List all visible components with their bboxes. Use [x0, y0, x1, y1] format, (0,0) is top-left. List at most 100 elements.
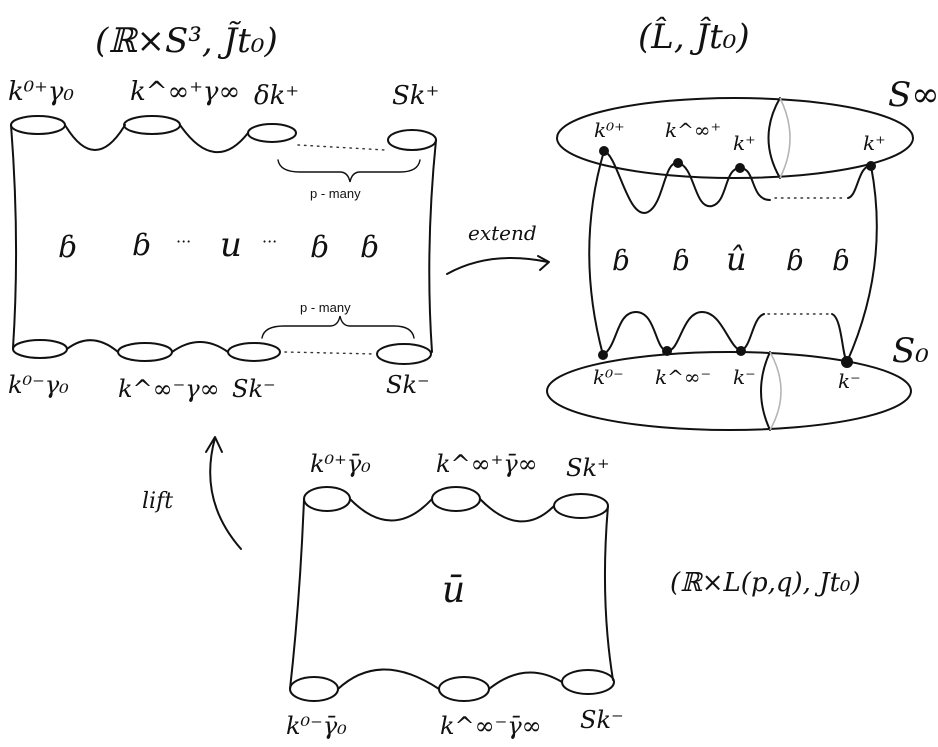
sphere-s-infinity [556, 97, 914, 179]
extend-arrow [446, 257, 549, 275]
b-label-top-2: k^∞⁺γ̄∞ [436, 450, 538, 478]
b-label-top-3: Sk⁺ [566, 454, 610, 482]
lift-label: lift [142, 489, 173, 514]
puncture-bottom-3 [227, 342, 281, 362]
b-label-top-1: k⁰⁺γ̄₀ [310, 450, 371, 478]
title-top-left: (ℝ×S³, J̃t₀) [95, 21, 278, 61]
tr-dot-bottom-3 [736, 346, 746, 356]
s-infinity-label: S∞ [888, 75, 938, 115]
tr-mark-3: ɓ [786, 244, 804, 277]
extend-label: extend [468, 221, 537, 245]
tl-ellipsis-2: ··· [262, 232, 277, 251]
tr-top-boundary-end [847, 164, 872, 199]
tr-dot-bottom-2 [662, 346, 672, 356]
puncture-top-3 [247, 123, 297, 143]
tr-dot-bottom-4 [841, 356, 853, 368]
bottom-dots [284, 351, 376, 355]
b-puncture-top-3 [553, 493, 609, 519]
tl-label-bottom-4: Sk⁻ [386, 371, 430, 399]
tl-label-top-2: k^∞⁺γ∞ [130, 77, 240, 107]
p-many-bottom-label: p - many [300, 300, 351, 315]
curve-u-bar: ū [442, 570, 465, 611]
bottom-arc-1 [66, 339, 119, 353]
b-bottom-arc-1 [337, 668, 440, 690]
brace-bottom [261, 315, 415, 339]
curve-u: u [220, 225, 242, 265]
tl-mark-1: ɓ [58, 230, 77, 265]
tr-label-bottom-2: k^∞⁻ [655, 365, 711, 389]
tr-label-top-1: k⁰⁺ [594, 118, 625, 142]
bottom-arc-2 [171, 341, 229, 353]
tr-dot-bottom-1 [598, 350, 608, 360]
b-top-arc-1 [349, 498, 433, 522]
left-side [10, 124, 18, 349]
top-arc-1 [64, 124, 126, 151]
b-label-bottom-2: k^∞⁻γ̄∞ [440, 712, 542, 740]
title-bottom-right: (ℝ×L(p,q), Jt₀) [670, 568, 861, 598]
title-top-right: (L̂, Ĵt₀) [638, 16, 750, 57]
puncture-top-2 [123, 115, 181, 135]
puncture-bottom-4 [376, 343, 432, 365]
tr-top-boundary [603, 150, 771, 214]
tr-mark-2: ɓ [672, 244, 690, 277]
surface-bottom [289, 486, 615, 702]
tr-dot-top-1 [599, 146, 609, 156]
tr-right-side [846, 165, 878, 363]
b-label-bottom-3: Sk⁻ [580, 706, 624, 734]
tr-label-bottom-3: k⁻ [733, 365, 756, 389]
b-bottom-arc-2 [488, 671, 563, 690]
p-many-top-label: p - many [310, 186, 361, 201]
tl-mark-2: ɓ [132, 228, 151, 263]
tr-label-top-4: k⁺ [863, 131, 886, 155]
tl-label-top-4: Sk⁺ [392, 81, 439, 111]
b-top-arc-2 [479, 498, 555, 523]
tr-label-top-2: k^∞⁺ [665, 118, 721, 142]
puncture-bottom-2 [117, 342, 173, 362]
lift-arrowhead [205, 436, 223, 453]
b-puncture-top-2 [431, 486, 481, 512]
b-puncture-top-1 [303, 486, 351, 512]
right-side [428, 139, 437, 353]
tr-mark-1: ɓ [612, 244, 630, 277]
tl-mark-3: ɓ [310, 230, 329, 265]
s-infinity-front-seam [767, 97, 781, 179]
b-left-side [289, 498, 305, 690]
brace-top [277, 159, 421, 183]
b-puncture-bottom-3 [561, 669, 615, 695]
tl-label-bottom-3: Sk⁻ [232, 375, 276, 403]
tr-bottom-boundary-end [831, 313, 848, 363]
puncture-top-1 [10, 115, 66, 135]
s-zero-label: S₀ [892, 331, 929, 371]
puncture-bottom-1 [12, 339, 68, 359]
tl-ellipsis-1: ··· [176, 232, 191, 251]
extend-arrowhead [537, 255, 550, 271]
surface-top-left [10, 115, 437, 365]
curve-u-hat: û [726, 240, 747, 278]
tl-mark-4: ɓ [360, 230, 379, 265]
puncture-top-4 [387, 129, 437, 151]
s-zero-front-seam [760, 351, 771, 431]
tl-label-bottom-1: k⁰⁻γ₀ [8, 371, 69, 399]
tl-label-top-3: δk⁺ [254, 81, 299, 111]
b-puncture-bottom-1 [289, 676, 339, 702]
sphere-s-zero [546, 351, 912, 431]
tr-dot-top-4 [866, 161, 876, 171]
tr-left-side [588, 150, 605, 356]
b-right-side [603, 505, 614, 681]
lift-arrow [209, 437, 242, 550]
tr-label-top-3: k⁺ [733, 131, 756, 155]
top-dots [297, 144, 386, 151]
s-infinity-back-seam [779, 97, 791, 179]
surface-top-right [546, 97, 914, 431]
tl-label-top-1: k⁰⁺γ₀ [8, 77, 74, 107]
tr-label-bottom-4: k⁻ [838, 369, 861, 393]
tr-mark-4: ɓ [832, 244, 850, 277]
s-zero-back-seam [769, 351, 782, 431]
tr-dot-top-3 [735, 163, 745, 173]
tr-label-bottom-1: k⁰⁻ [593, 365, 624, 389]
top-arc-2 [179, 124, 249, 153]
b-puncture-bottom-2 [438, 676, 490, 702]
b-label-bottom-1: k⁰⁻γ̄₀ [286, 712, 347, 740]
